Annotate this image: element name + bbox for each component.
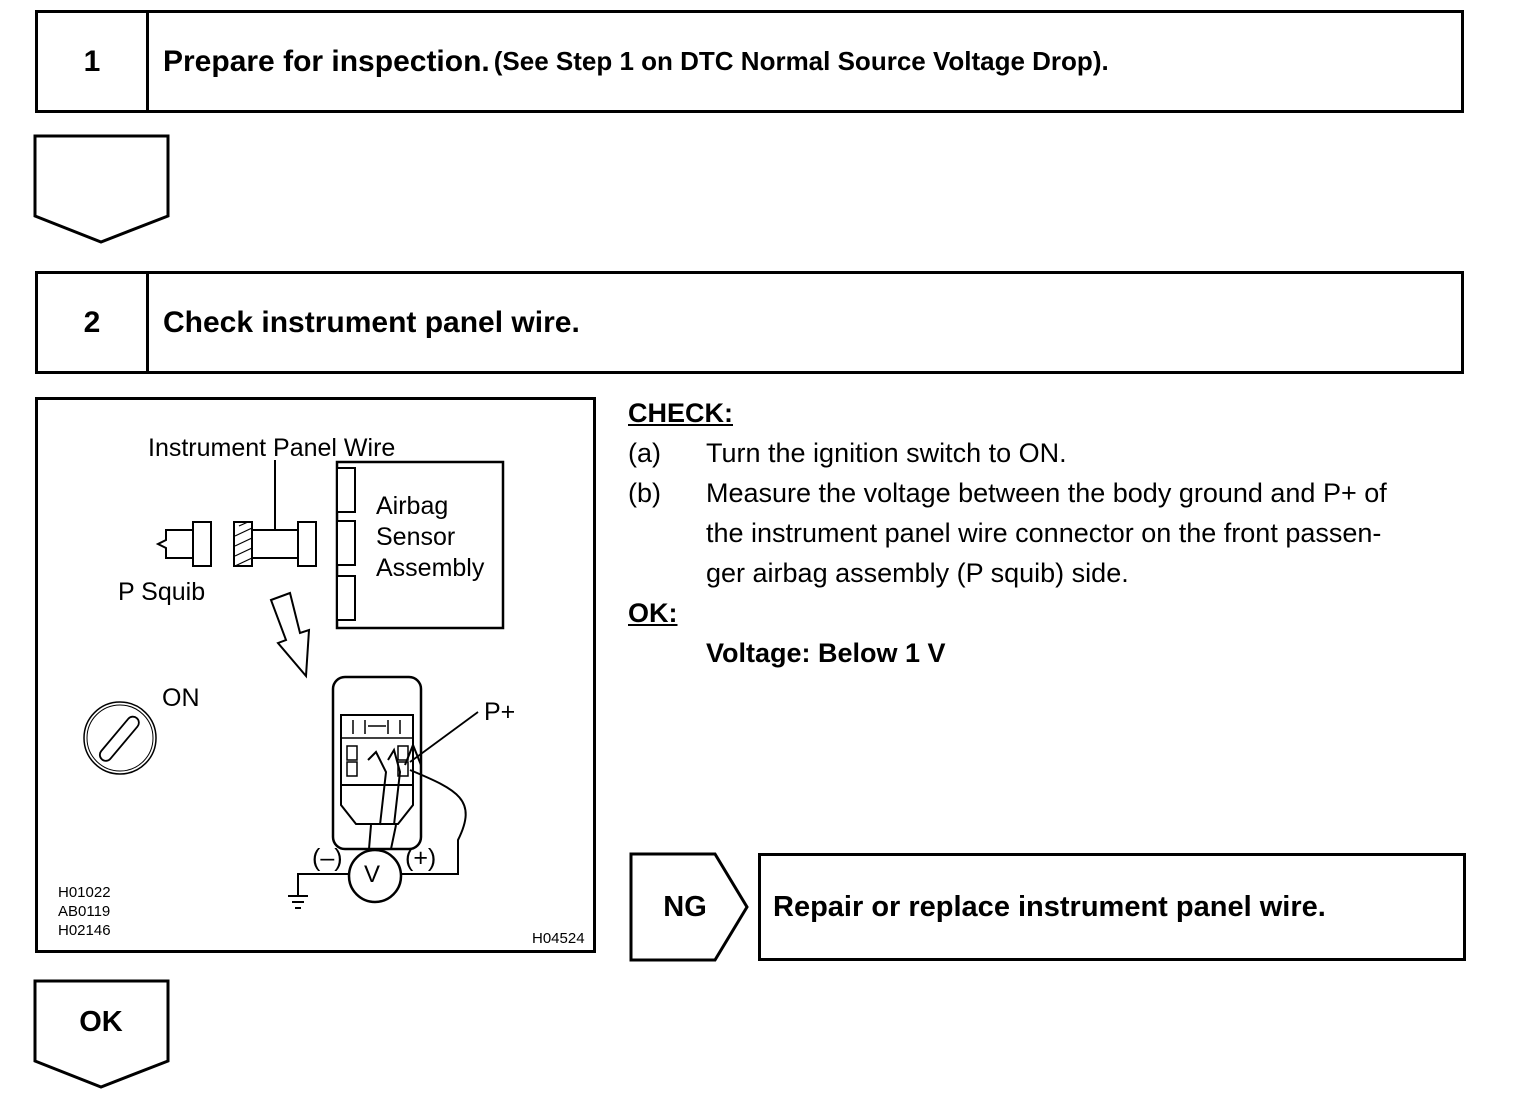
label-airbag: Airbag — [376, 492, 449, 520]
ok-heading: OK: — [628, 598, 678, 628]
label-volt: V — [364, 861, 381, 888]
ok-label: OK — [79, 1006, 123, 1038]
figure-code-right: H04524 — [532, 930, 585, 947]
step-1-subtitle: (See Step 1 on DTC Normal Source Voltage… — [493, 46, 1109, 76]
label-assembly: Assembly — [376, 554, 485, 582]
voltmeter-icon — [347, 848, 403, 904]
check-item-b-line-3: ger airbag assembly (P squib) side. — [706, 558, 1129, 588]
label-p-squib: P Squib — [118, 578, 206, 606]
figure-code-2: AB0119 — [58, 903, 111, 920]
check-instructions: CHECK: (a) Turn the ignition switch to O… — [628, 393, 1478, 673]
step-2-number: 2 — [38, 274, 149, 371]
label-instrument-panel-wire: Instrument Panel Wire — [148, 434, 396, 462]
ng-action-box: Repair or replace instrument panel wire. — [758, 853, 1466, 961]
step-2-title-text: Check instrument panel wire. — [163, 305, 580, 339]
step-2-title: Check instrument panel wire. — [163, 274, 580, 371]
wiring-diagram — [83, 460, 505, 909]
direction-arrow — [269, 591, 311, 679]
check-item-b-text: Measure the voltage between the body gro… — [706, 473, 1478, 593]
step-1-title-wrap: Prepare for inspection. (See Step 1 on D… — [163, 13, 1109, 110]
check-item-b-label: (b) — [628, 478, 661, 508]
ok-spec: Voltage: Below 1 V — [706, 638, 946, 668]
label-sensor: Sensor — [376, 523, 456, 551]
ng-arrow — [629, 852, 749, 962]
check-item-b: (b) Measure the voltage between the body… — [628, 473, 1478, 593]
step-1-box: 1 Prepare for inspection. (See Step 1 on… — [35, 10, 1464, 113]
label-minus: (–) — [312, 844, 343, 872]
check-item-a-label: (a) — [628, 438, 661, 468]
ng-action-text: Repair or replace instrument panel wire. — [773, 890, 1326, 923]
ok-arrow — [33, 979, 170, 1089]
label-p-plus: P+ — [484, 698, 516, 726]
check-item-b-line-1: Measure the voltage between the body gro… — [706, 478, 1387, 508]
check-item-b-line-2: the instrument panel wire connector on t… — [706, 518, 1382, 548]
step-2-box: 2 Check instrument panel wire. — [35, 271, 1464, 374]
continue-arrow-1 — [33, 134, 170, 244]
check-item-a-text: Turn the ignition switch to ON. — [706, 438, 1067, 468]
figure-code-1: H01022 — [58, 884, 111, 901]
step-1-title: Prepare for inspection. — [163, 44, 490, 78]
check-item-a: (a) Turn the ignition switch to ON. — [628, 433, 1478, 473]
label-plus: (+) — [405, 844, 437, 872]
figure-code-3: H02146 — [58, 922, 111, 939]
p-squib-connector — [192, 521, 212, 567]
check-heading: CHECK: — [628, 398, 733, 428]
ng-label: NG — [663, 891, 707, 923]
label-on: ON — [162, 684, 200, 712]
step-1-number: 1 — [38, 13, 149, 110]
inspection-figure: Instrument Panel Wire Airbag Sensor Asse… — [35, 397, 596, 953]
